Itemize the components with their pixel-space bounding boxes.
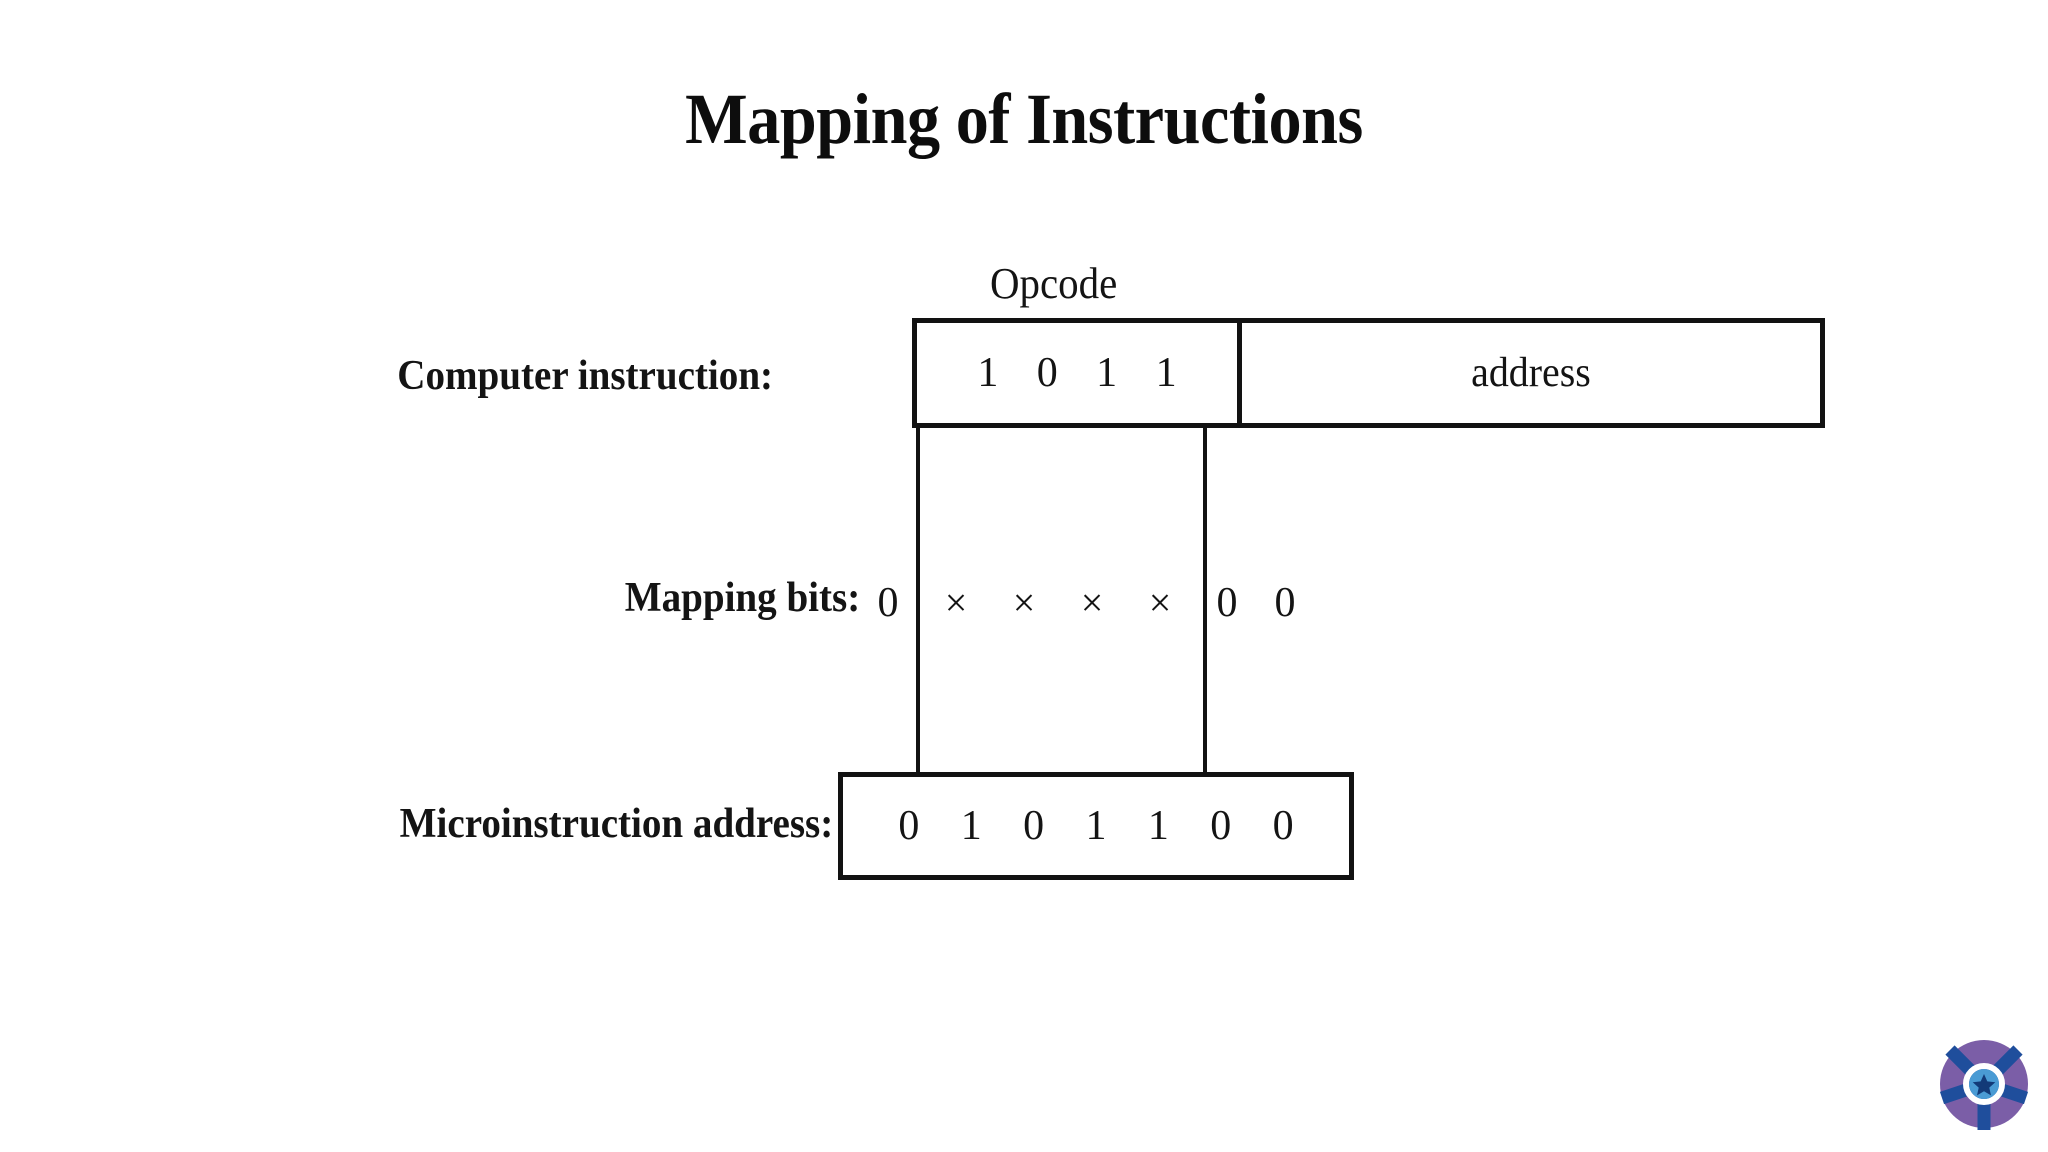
microinstruction-address-box: 0 1 0 1 1 0 0 xyxy=(838,772,1354,880)
address-field-label: address xyxy=(1471,350,1591,396)
label-computer-instruction: Computer instruction: xyxy=(397,353,773,399)
micro-address-bit: 0 xyxy=(1210,803,1232,849)
opcode-bit: 0 xyxy=(1036,350,1058,396)
mapping-bit-dontcare: × xyxy=(944,580,968,625)
mapping-bit-dontcare: × xyxy=(1148,580,1172,625)
opcode-bit: 1 xyxy=(1155,350,1177,396)
mapping-bit-dontcare: × xyxy=(1012,580,1036,625)
mapping-bit-dontcare: × xyxy=(1080,580,1104,625)
connector-line-right xyxy=(1203,426,1207,776)
mapping-bit-trail: 0 xyxy=(1216,580,1238,626)
opcode-caption: Opcode xyxy=(990,259,1118,308)
mapping-bit-trail: 0 xyxy=(1274,580,1296,626)
computer-instruction-box: 1 0 1 1 address xyxy=(912,318,1825,428)
micro-address-bit: 1 xyxy=(960,803,982,849)
micro-address-bit: 0 xyxy=(898,803,920,849)
page-title: Mapping of Instructions xyxy=(685,79,1363,159)
label-microinstruction-address: Microinstruction address: xyxy=(399,801,833,847)
mapping-bits-row: 0 × × × × 0 0 xyxy=(860,572,1314,634)
micro-address-bit: 1 xyxy=(1147,803,1169,849)
opcode-bit: 1 xyxy=(977,350,999,396)
micro-address-bit: 1 xyxy=(1085,803,1107,849)
connector-line-left xyxy=(916,426,920,776)
opcode-field: 1 0 1 1 xyxy=(917,323,1242,423)
label-mapping-bits: Mapping bits: xyxy=(624,575,860,621)
address-field: address xyxy=(1242,323,1820,423)
institution-seal-logo xyxy=(1936,1036,2032,1132)
micro-address-bit: 0 xyxy=(1272,803,1294,849)
mapping-bit-lead: 0 xyxy=(877,580,899,626)
opcode-bit: 1 xyxy=(1096,350,1118,396)
micro-address-bit: 0 xyxy=(1023,803,1045,849)
